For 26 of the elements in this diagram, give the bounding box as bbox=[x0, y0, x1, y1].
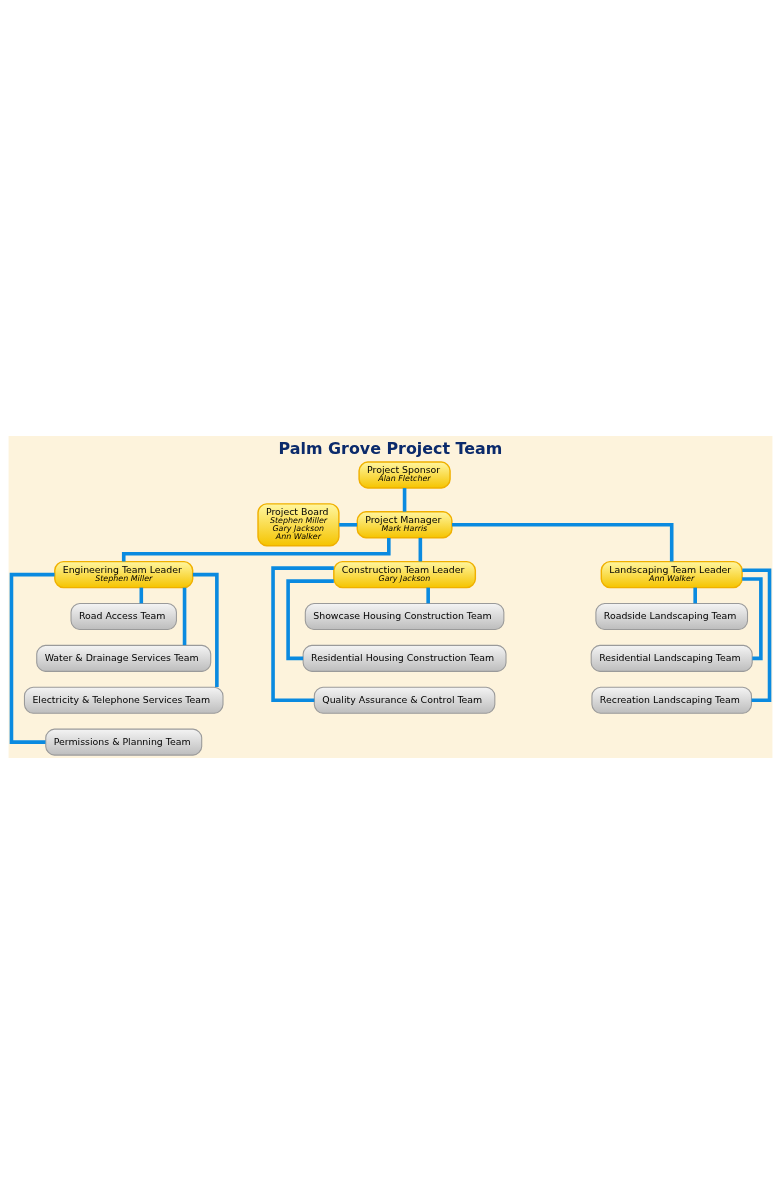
connector bbox=[742, 577, 763, 661]
connector bbox=[139, 587, 144, 604]
node-box: Water & Drainage Services Team bbox=[36, 644, 212, 672]
node-box: Showcase Housing Construction Team bbox=[304, 602, 505, 631]
connector bbox=[9, 572, 55, 744]
connector bbox=[271, 566, 334, 703]
node-box: Quality Assurance & Control Team bbox=[313, 686, 496, 714]
node-box: Residential Housing Construction Team bbox=[302, 644, 507, 672]
connector bbox=[418, 537, 423, 562]
diagram-title: Palm Grove Project Team bbox=[278, 438, 503, 458]
node-box: Electricity & Telephone Services Team bbox=[23, 686, 224, 714]
node-box: Permissions & Planning Team bbox=[45, 728, 203, 756]
connector bbox=[426, 587, 430, 604]
connector bbox=[693, 587, 697, 604]
connector bbox=[192, 572, 219, 688]
connector bbox=[402, 488, 407, 512]
node-box: Residential Landscaping Team bbox=[590, 644, 753, 672]
connector bbox=[452, 523, 674, 562]
connector bbox=[742, 568, 772, 703]
connector bbox=[339, 523, 358, 527]
node-box: Road Access Team bbox=[70, 602, 177, 631]
node-box: Roadside Landscaping Team bbox=[595, 602, 749, 631]
connector bbox=[121, 537, 391, 562]
node-box: Recreation Landscaping Team bbox=[591, 686, 753, 714]
connector bbox=[182, 587, 187, 646]
connector bbox=[286, 579, 334, 661]
